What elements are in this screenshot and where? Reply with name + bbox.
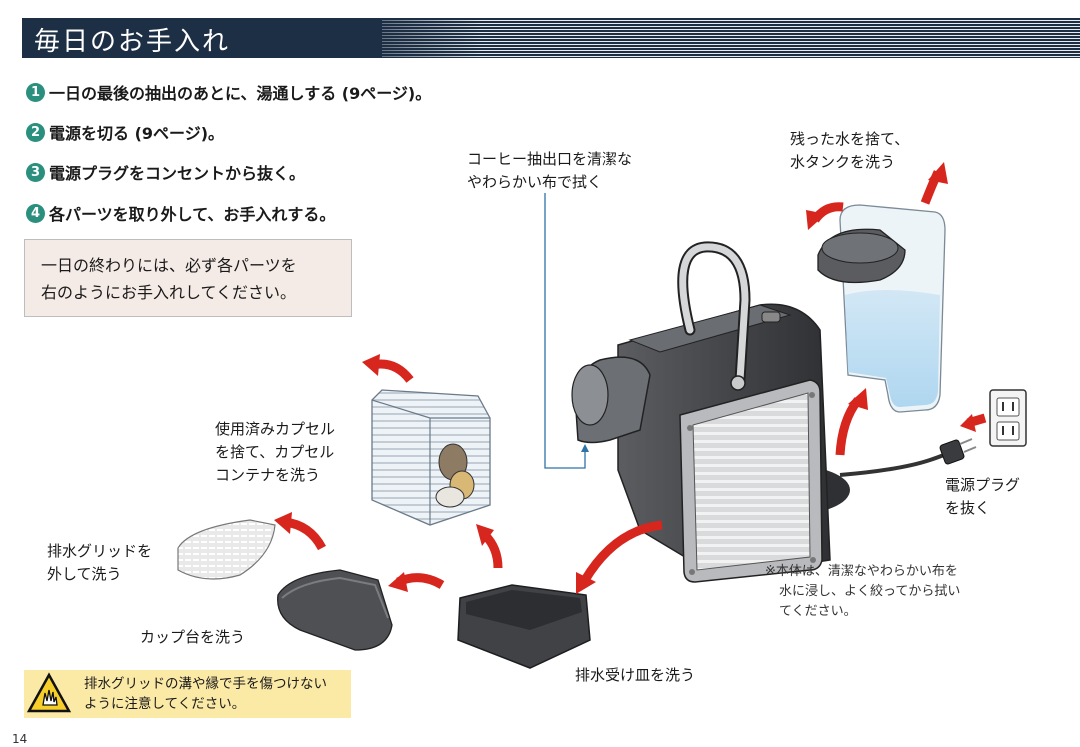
lever-handle — [679, 243, 749, 384]
label-line: 排水グリッドを — [47, 542, 153, 560]
cup-tray — [277, 569, 393, 651]
label-line: 電源プラグ — [945, 476, 1021, 494]
note-line-1: 一日の終わりには、必ず各パーツを — [41, 256, 297, 275]
label-line: を抜く — [945, 499, 991, 517]
label-line: 使用済みカプセル — [215, 420, 336, 438]
label-line: を捨て、カプセル — [215, 443, 335, 461]
page-title: 毎日のお手入れ — [34, 27, 231, 57]
header-stripes — [382, 18, 1080, 58]
label-line: 水に浸し、よく絞ってから拭い — [779, 584, 961, 599]
step-2: 2 電源を切る (9ページ)。 — [26, 120, 224, 144]
step-number-badge: 2 — [26, 122, 45, 142]
label-line: 水タンクを洗う — [790, 153, 896, 171]
label-line: 外して洗う — [47, 565, 122, 583]
side-grille — [692, 392, 811, 571]
step-number-badge: 4 — [26, 203, 45, 223]
header-fade — [322, 18, 482, 58]
label-line: コーヒー抽出口を清潔な — [467, 150, 633, 168]
label-power-plug: 電源プラグ を抜く — [945, 474, 1020, 520]
label-coffee-outlet: コーヒー抽出口を清潔な やわらかい布で拭く — [467, 148, 632, 194]
power-cord — [839, 450, 952, 477]
label-drip-tray: 排水受け皿を洗う — [575, 666, 696, 684]
label-line: やわらかい布で拭く — [467, 173, 603, 191]
label-cup-tray: カップ台を洗う — [140, 628, 246, 646]
warning-text: 排水グリッドの溝や縁で手を傷つけない ように注意してください。 — [84, 674, 327, 714]
step-number-badge: 3 — [26, 162, 45, 182]
warning-line: 排水グリッドの溝や縁で手を傷つけない — [84, 676, 327, 692]
step-1: 1 一日の最後の抽出のあとに、湯通しする (9ページ)。 — [26, 80, 431, 104]
step-text: 電源を切る (9ページ)。 — [49, 124, 225, 143]
step-number-badge: 1 — [26, 82, 45, 102]
step-3: 3 電源プラグをコンセントから抜く。 — [26, 160, 305, 184]
caution-hand-icon — [26, 672, 72, 713]
daily-care-note: 一日の終わりには、必ず各パーツを 右のようにお手入れしてください。 — [24, 239, 352, 317]
step-text: 一日の最後の抽出のあとに、湯通しする (9ページ)。 — [49, 84, 432, 103]
arrow-heads — [274, 162, 976, 594]
label-capsule-container: 使用済みカプセル を捨て、カプセル コンテナを洗う — [215, 418, 335, 487]
drip-grid — [177, 519, 276, 580]
label-body-care-note: ※本体は、清潔なやわらかい布を 水に浸し、よく絞ってから拭い てください。 — [765, 562, 960, 622]
step-text: 電源プラグをコンセントから抜く。 — [49, 164, 306, 183]
power-plug — [939, 439, 965, 465]
label-water-tank: 残った水を捨て、 水タンクを洗う — [790, 128, 909, 174]
label-drip-grid: 排水グリッドを 外して洗う — [47, 540, 152, 586]
label-line: ※本体は、清潔なやわらかい布を — [765, 564, 958, 579]
page-number: 14 — [12, 732, 28, 746]
header-bar: 毎日のお手入れ — [22, 18, 1080, 58]
note-line-2: 右のようにお手入れしてください。 — [41, 283, 297, 302]
warning-line: ように注意してください。 — [84, 696, 246, 712]
label-line: てください。 — [779, 604, 857, 619]
outlet-leader-line — [544, 193, 586, 469]
label-line: コンテナを洗う — [215, 466, 321, 484]
step-text: 各パーツを取り外して、お手入れする。 — [49, 205, 336, 224]
warning-box: 排水グリッドの溝や縁で手を傷つけない ように注意してください。 — [24, 670, 351, 718]
label-line: 残った水を捨て、 — [790, 130, 910, 148]
step-4: 4 各パーツを取り外して、お手入れする。 — [26, 201, 335, 225]
capsule-container — [371, 389, 491, 526]
